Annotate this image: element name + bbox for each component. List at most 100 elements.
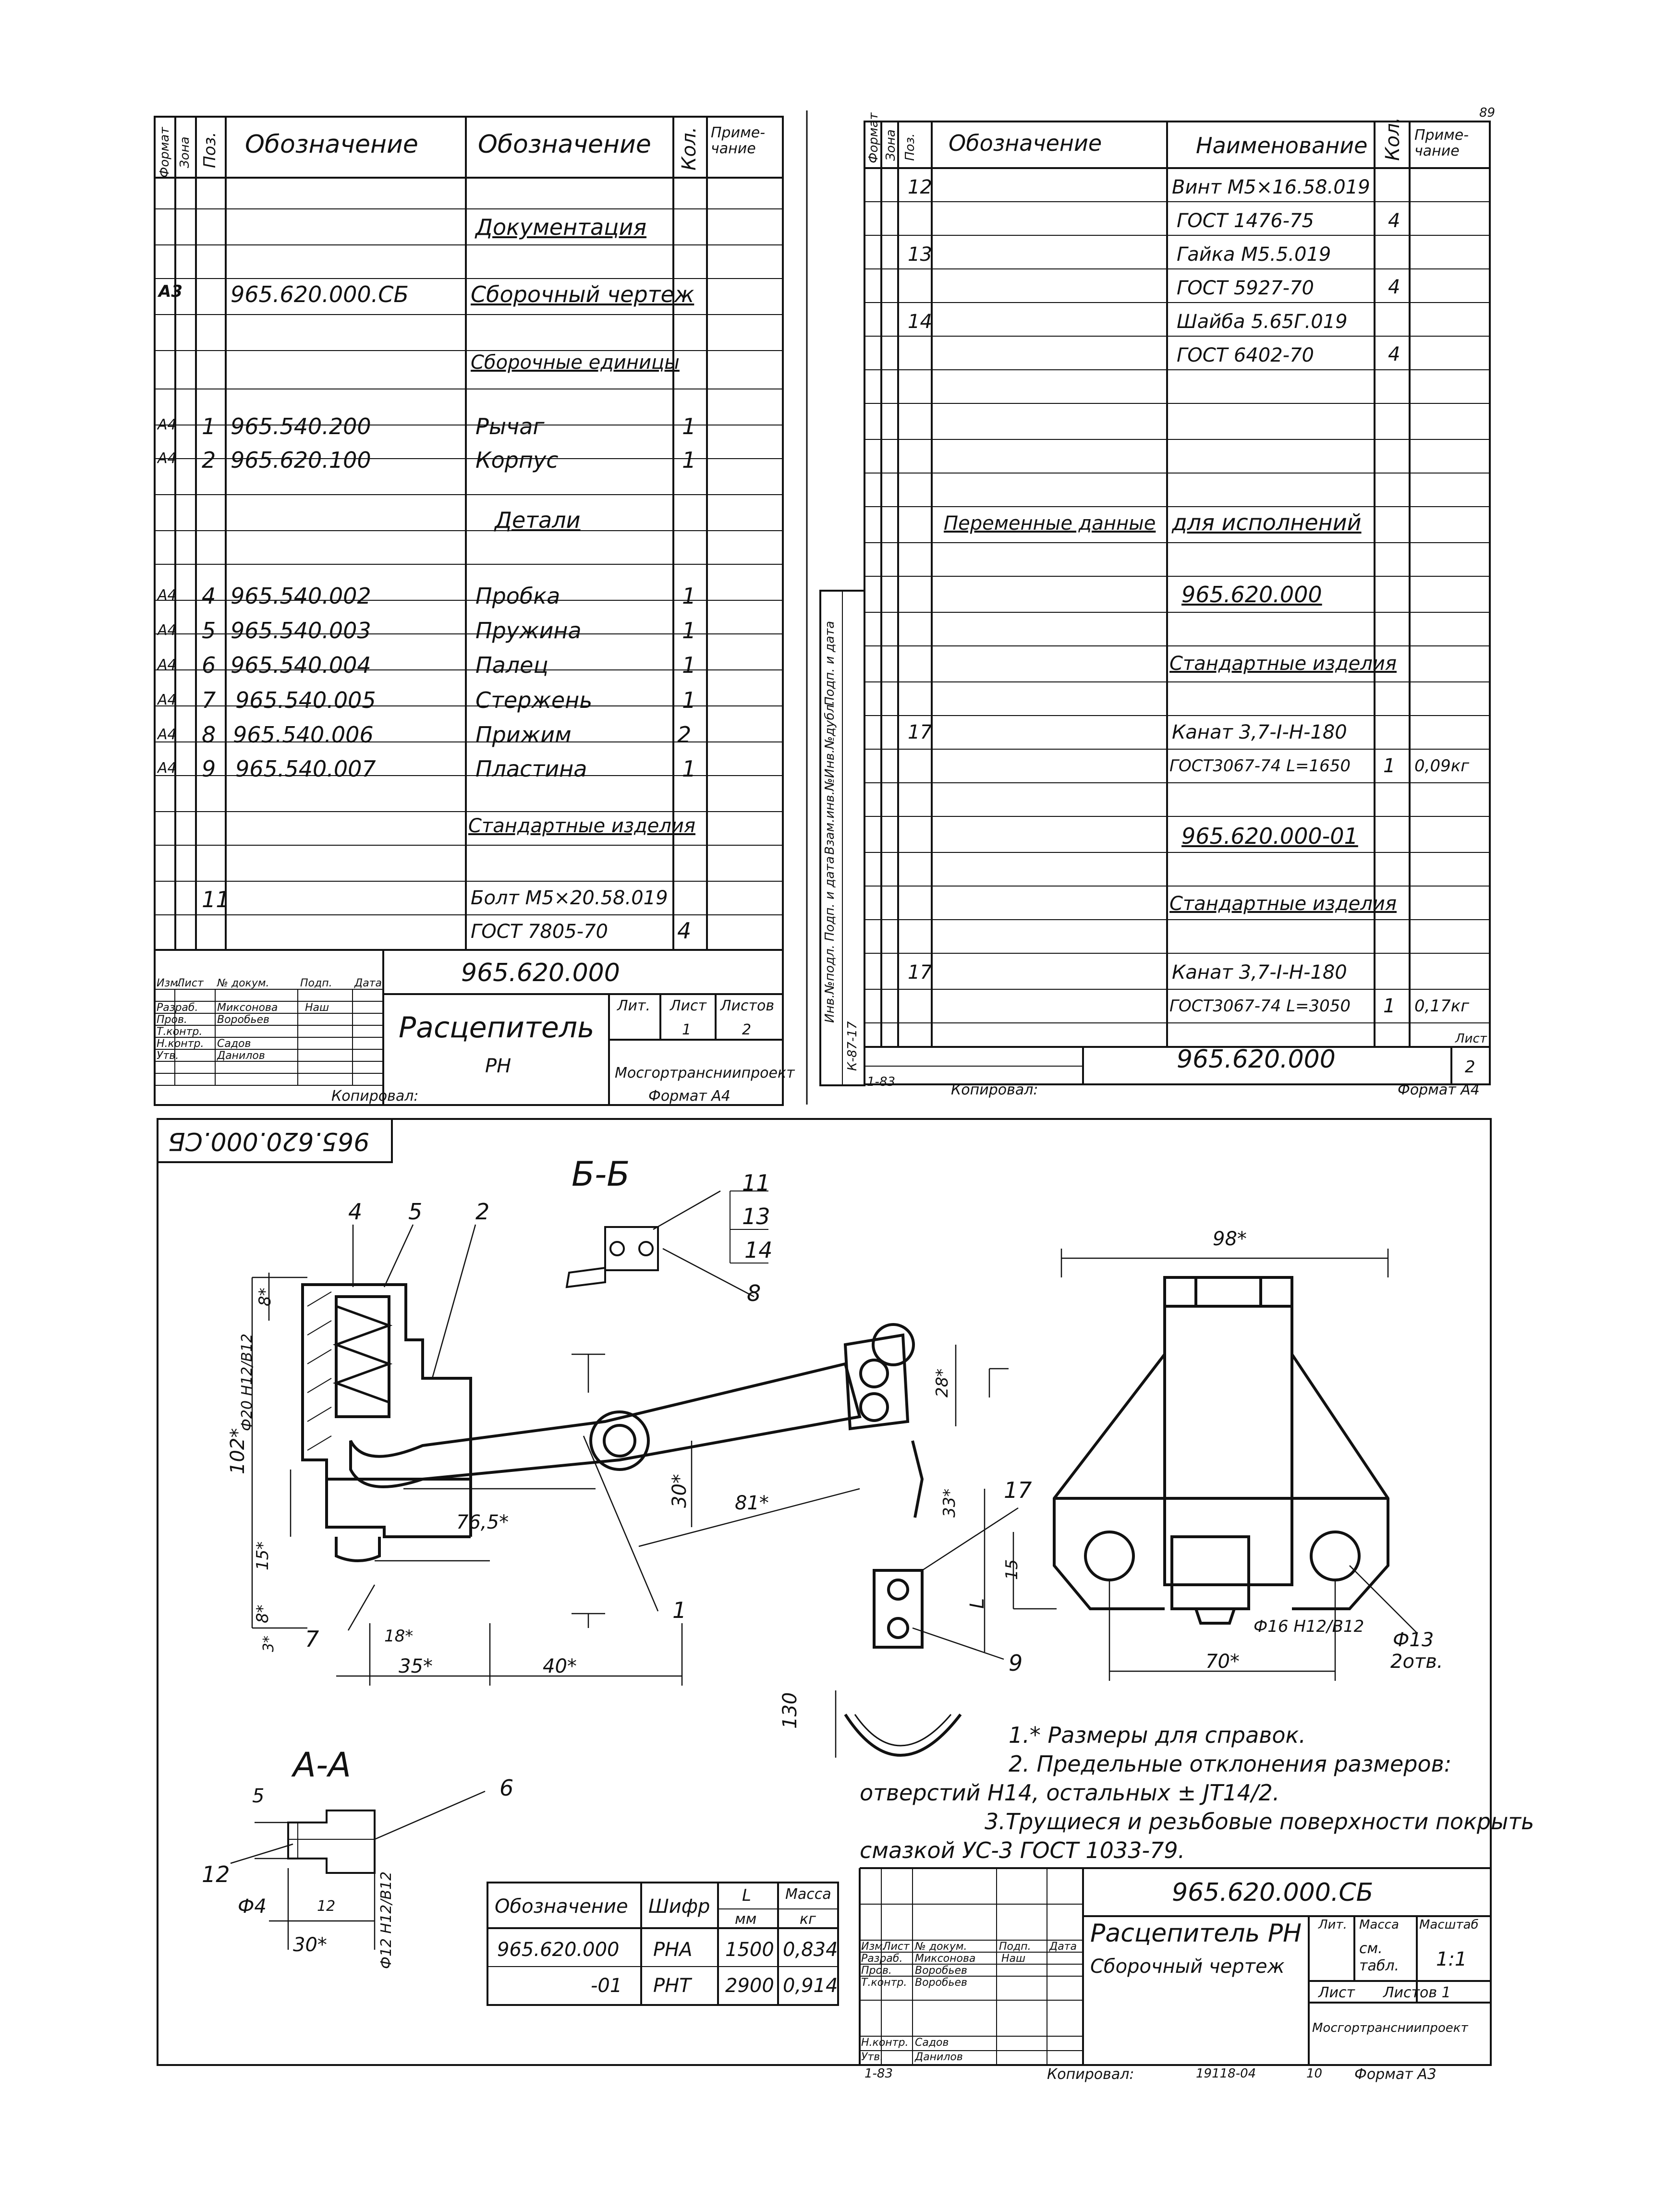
tb-person: Садов: [217, 1038, 251, 1050]
row-designation: 965.620.000.СБ: [231, 281, 409, 307]
tb-role: Н.контр.: [157, 1038, 204, 1050]
row-designation: 965.540.006: [233, 722, 374, 748]
tb-col-list: Лист: [883, 1941, 910, 1953]
page-number: 89: [1479, 106, 1496, 120]
variants-header-designation: Обозначение: [495, 1895, 628, 1918]
tb-role: Т.контр.: [861, 1977, 907, 1989]
tb-person: Садов: [915, 2037, 949, 2049]
header-qty: Кол.: [1382, 117, 1404, 161]
row-variant-code: 965.620.000-01: [1181, 823, 1358, 849]
inv-number: К-87-17: [845, 1021, 860, 1071]
tb-col-sign: Подп.: [999, 1941, 1031, 1953]
header-note: Приме-чание: [1414, 127, 1469, 159]
tb-scale-val: 1:1: [1436, 1948, 1467, 1970]
header-zone: Зона: [884, 129, 898, 161]
note-3b: смазкой УС-3 ГОСТ 1033-79.: [860, 1837, 1185, 1863]
row-variable-data-for: для исполнений: [1172, 510, 1362, 535]
row-section-parts: Детали: [495, 507, 581, 533]
row-variable-data: Переменные данные: [944, 512, 1156, 535]
tb-code-right: 965.620.000: [1177, 1045, 1336, 1074]
row-pos: 12: [908, 176, 932, 198]
row-name: Канат 3,7-I-Н-180: [1172, 961, 1347, 984]
variant-mass: 0,834: [783, 1939, 838, 1961]
tb-role: Т.контр.: [157, 1026, 203, 1038]
variant-L: 2900: [725, 1975, 774, 1997]
header-format: Формат: [866, 112, 881, 164]
variants-header-kg: кг: [800, 1911, 816, 1928]
section-aa-label: А-А: [293, 1745, 352, 1785]
tb-sheet-val: 1: [682, 1021, 692, 1038]
tb-col-date: Дата: [1049, 1941, 1077, 1953]
tb-sheets: Листов: [720, 997, 775, 1014]
row-name: Корпус: [475, 447, 559, 473]
tb-copied-right: Копировал:: [951, 1081, 1038, 1098]
dim-5: 5: [252, 1785, 265, 1807]
row-section-standard: Стандартные изделия: [1169, 653, 1397, 675]
part-label-13: 13: [742, 1203, 770, 1229]
row-qty: 1: [682, 447, 696, 473]
row-format: А4: [158, 726, 177, 743]
row-designation: 965.540.004: [231, 652, 371, 678]
row-designation: 965.540.007: [235, 756, 376, 782]
tb-lit-bottom: Лит.: [1318, 1918, 1347, 1932]
variant-code: РНА: [653, 1939, 693, 1961]
row-format: А4: [158, 450, 177, 467]
variant-designation: 965.620.000: [497, 1939, 620, 1961]
part-label-12: 12: [202, 1861, 230, 1887]
header-zone: Зона: [178, 136, 192, 168]
header-note: Приме-чание: [711, 124, 766, 157]
row-name: Прижим: [475, 722, 572, 748]
part-label-8: 8: [747, 1280, 761, 1306]
row-pos: 7: [202, 687, 216, 713]
dim-18: 18*: [384, 1627, 414, 1646]
tb-col-date: Дата: [354, 977, 382, 989]
tb-person: Миксонова: [217, 1002, 278, 1014]
tb-title: Расцепитель: [399, 1011, 595, 1045]
tb-copied: Копировал:: [331, 1088, 419, 1105]
header-qty: Кол.: [678, 126, 700, 170]
row-name: Стержень: [475, 687, 593, 713]
tb-date-bottom: 1-83: [864, 2066, 893, 2081]
tb-person: Воробьев: [915, 1965, 968, 1977]
tb-col-doc: № докум.: [217, 977, 269, 989]
dim-15-right: 15: [1002, 1559, 1022, 1580]
variants-header-mm: мм: [735, 1911, 757, 1928]
part-label-4: 4: [348, 1199, 363, 1225]
dim-30-aa: 30*: [293, 1934, 327, 1956]
tb-sheet-bottom: Лист: [1318, 1984, 1355, 2001]
part-label-6: 6: [499, 1775, 514, 1801]
dim-30: 30*: [669, 1474, 691, 1508]
note-3: 3.Трущиеся и резьбовые поверхности покры…: [985, 1809, 1534, 1835]
row-qty: 4: [677, 918, 692, 944]
tb-format-bottom: Формат А3: [1354, 2066, 1437, 2083]
part-label-17: 17: [1004, 1477, 1032, 1503]
side-label: Подп. и дата: [823, 856, 837, 941]
tb-subtitle: РН: [485, 1055, 511, 1077]
header-designation: Обозначение: [949, 130, 1102, 156]
tb-format: Формат А4: [648, 1088, 730, 1105]
variants-header-code: Шифр: [648, 1895, 710, 1918]
part-label-5: 5: [408, 1199, 423, 1225]
row-name: Канат 3,7-I-Н-180: [1172, 721, 1347, 743]
row-name: ГОСТ3067-74 L=1650: [1169, 756, 1351, 776]
mirrored-stamp: 965.620.000.СБ: [168, 1127, 370, 1155]
row-format: А4: [158, 587, 177, 604]
row-pos: 9: [202, 756, 216, 782]
variant-L: 1500: [725, 1939, 774, 1961]
row-qty: 1: [682, 652, 696, 678]
dim-81: 81*: [735, 1492, 769, 1514]
note-1: 1.* Размеры для справок.: [1009, 1722, 1306, 1748]
tb-col-izm: Изм.: [861, 1941, 886, 1953]
part-label-2: 2: [475, 1199, 490, 1225]
row-qty: 4: [1388, 276, 1400, 298]
tb-mass-val: см. табл.: [1359, 1940, 1400, 1974]
row-name: Гайка М5.5.019: [1177, 243, 1331, 266]
tb-copied-bottom: Копировал:: [1047, 2066, 1134, 2083]
row-designation: 965.540.200: [231, 413, 371, 439]
row-pos: 2: [202, 447, 216, 473]
row-pos: 17: [908, 721, 932, 743]
side-label: Взам.инв.№: [823, 778, 837, 855]
row-pos: 8: [202, 722, 216, 748]
tb-sheet-right: Лист: [1455, 1032, 1487, 1046]
row-note: 0,09кг: [1414, 756, 1470, 776]
